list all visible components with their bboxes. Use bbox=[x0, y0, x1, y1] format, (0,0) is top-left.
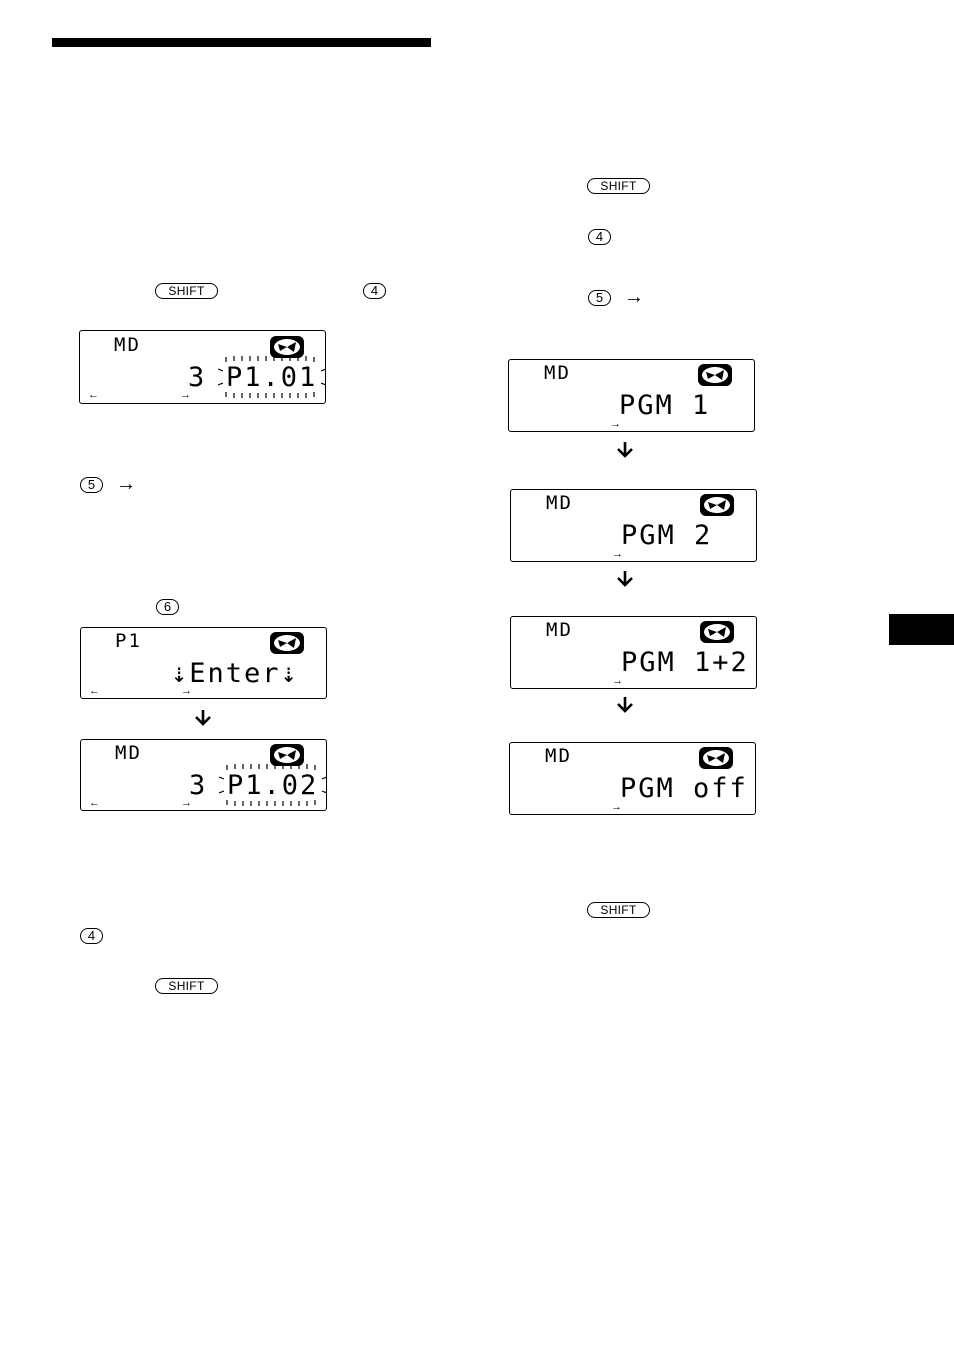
lcd-display-enter: P1 ⇣Enter⇣ ← → bbox=[80, 627, 327, 699]
lcd-display-pgm-2: MD PGM 2 → bbox=[510, 489, 757, 562]
lcd-program-mode: PGM 1 bbox=[619, 390, 711, 421]
key-6: 6 bbox=[156, 599, 179, 615]
lcd-track-number: 3 bbox=[189, 770, 208, 801]
right-indicator: → bbox=[180, 389, 191, 401]
disc-icon bbox=[270, 744, 304, 766]
chapter-tab bbox=[889, 614, 954, 645]
disc-icon bbox=[700, 494, 734, 516]
lcd-display-pgm-off: MD PGM off → bbox=[509, 742, 756, 815]
shift-key: SHIFT bbox=[587, 902, 650, 918]
shift-key: SHIFT bbox=[587, 178, 650, 194]
disc-icon bbox=[700, 621, 734, 643]
lcd-source-label: MD bbox=[546, 492, 573, 514]
key-4: 4 bbox=[80, 928, 103, 944]
right-indicator: → bbox=[181, 797, 192, 809]
lcd-preset-value: P1.02 bbox=[227, 770, 319, 801]
lcd-source-label: MD bbox=[115, 742, 142, 764]
left-indicator: ← bbox=[89, 797, 100, 809]
key-5: 5 bbox=[80, 477, 103, 493]
right-indicator: → bbox=[181, 685, 192, 697]
right-indicator: → bbox=[610, 418, 621, 430]
lcd-display-p1-01: MD 3 P1.01 ← → bbox=[79, 330, 326, 404]
disc-icon bbox=[698, 364, 732, 386]
key-4: 4 bbox=[588, 229, 611, 245]
down-arrow-icon bbox=[194, 709, 212, 727]
lcd-source-label: MD bbox=[544, 362, 571, 384]
down-arrow-icon bbox=[616, 441, 634, 459]
lcd-preset-label: P1 bbox=[115, 630, 142, 652]
disc-icon bbox=[270, 336, 304, 358]
disc-icon bbox=[699, 747, 733, 769]
lcd-source-label: MD bbox=[545, 745, 572, 767]
lcd-source-label: MD bbox=[546, 619, 573, 641]
shift-key: SHIFT bbox=[155, 283, 218, 299]
blink-indicator-icon bbox=[219, 764, 326, 806]
disc-icon bbox=[270, 632, 304, 654]
right-arrow-icon: → bbox=[624, 286, 644, 308]
right-indicator: → bbox=[612, 548, 623, 560]
left-indicator: ← bbox=[88, 389, 99, 401]
lcd-preset-value: P1.01 bbox=[226, 362, 318, 393]
down-arrow-icon bbox=[616, 570, 634, 588]
right-indicator: → bbox=[612, 675, 623, 687]
lcd-program-mode: PGM 2 bbox=[621, 520, 713, 551]
shift-key: SHIFT bbox=[155, 978, 218, 994]
right-indicator: → bbox=[611, 801, 622, 813]
lcd-program-mode: PGM 1+2 bbox=[621, 647, 749, 678]
blink-indicator-icon bbox=[218, 356, 325, 398]
key-5: 5 bbox=[588, 290, 611, 306]
right-arrow-icon: → bbox=[116, 473, 136, 495]
lcd-enter-text: ⇣Enter⇣ bbox=[171, 658, 299, 689]
section-header-bar bbox=[52, 38, 431, 47]
lcd-track-number: 3 bbox=[188, 362, 207, 393]
down-arrow-icon bbox=[616, 696, 634, 714]
lcd-display-pgm-1-2: MD PGM 1+2 → bbox=[510, 616, 757, 689]
lcd-source-label: MD bbox=[114, 334, 141, 356]
lcd-program-mode: PGM off bbox=[620, 773, 748, 804]
left-indicator: ← bbox=[89, 685, 100, 697]
lcd-display-p1-02: MD 3 P1.02 ← → bbox=[80, 739, 327, 811]
key-4: 4 bbox=[363, 283, 386, 299]
lcd-display-pgm-1: MD PGM 1 → bbox=[508, 359, 755, 432]
